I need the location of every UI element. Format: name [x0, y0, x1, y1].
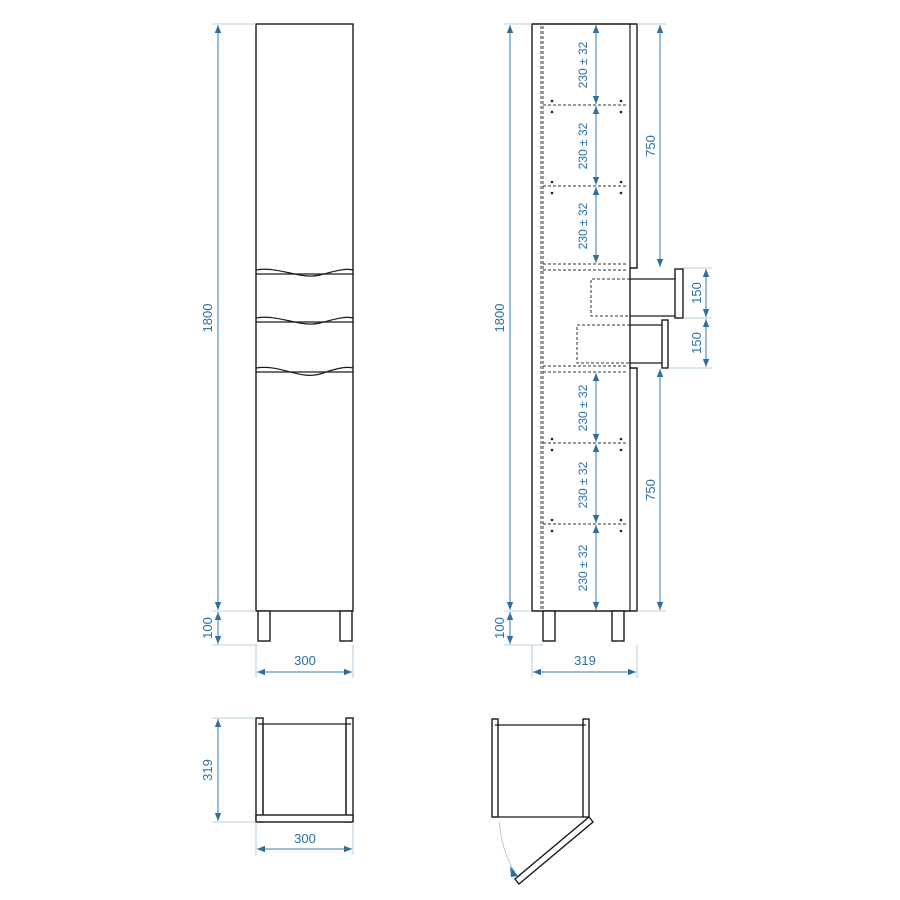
width-label: 300 [294, 653, 316, 668]
top-depth-label: 319 [200, 759, 215, 781]
leg [257, 610, 271, 642]
lower-drawer [576, 319, 669, 369]
drawer-edge [255, 316, 354, 325]
top-width-label: 300 [294, 831, 316, 846]
shelf-spacing-label: 230 ± 32 [576, 202, 590, 249]
drawer-top-edge [255, 268, 354, 277]
swing-arrow-icon [510, 866, 518, 877]
upper-drawer [590, 268, 684, 319]
leg-height-label: 100 [200, 617, 215, 639]
shelf-spacing-label: 230 ± 32 [576, 384, 590, 431]
door-top-edge [255, 366, 354, 376]
swing-arc [498, 821, 516, 873]
side-leg-height-label: 100 [492, 617, 507, 639]
shelf-spacing-label: 230 ± 32 [576, 122, 590, 169]
shelf-spacing-label: 230 ± 32 [576, 544, 590, 591]
drawer-height-label: 150 [689, 332, 704, 354]
leg [339, 610, 353, 642]
open-door [514, 816, 594, 885]
shelf-spacing-label: 230 ± 32 [576, 41, 590, 88]
lower-section-label: 750 [643, 479, 658, 501]
shelf-spacing-label: 230 ± 32 [576, 461, 590, 508]
depth-label: 319 [574, 653, 596, 668]
side-height-label: 1800 [492, 304, 507, 333]
drawer-height-label: 150 [689, 282, 704, 304]
front-view: 1800 100 300 [200, 23, 354, 678]
door [255, 814, 354, 823]
upper-section-label: 750 [643, 135, 658, 157]
shelf-spacing-dimensions: 230 ± 32 230 ± 32 230 ± 32 230 ± 32 230 … [576, 25, 600, 610]
leg [611, 610, 625, 642]
side-view: 1800 100 319 750 750 150 150 230 ± 32 23… [492, 23, 712, 678]
height-label: 1800 [200, 304, 215, 333]
top-view-open [491, 718, 594, 885]
leg [542, 610, 556, 642]
shelves [543, 99, 628, 533]
top-view-closed: 319 300 [200, 717, 354, 855]
